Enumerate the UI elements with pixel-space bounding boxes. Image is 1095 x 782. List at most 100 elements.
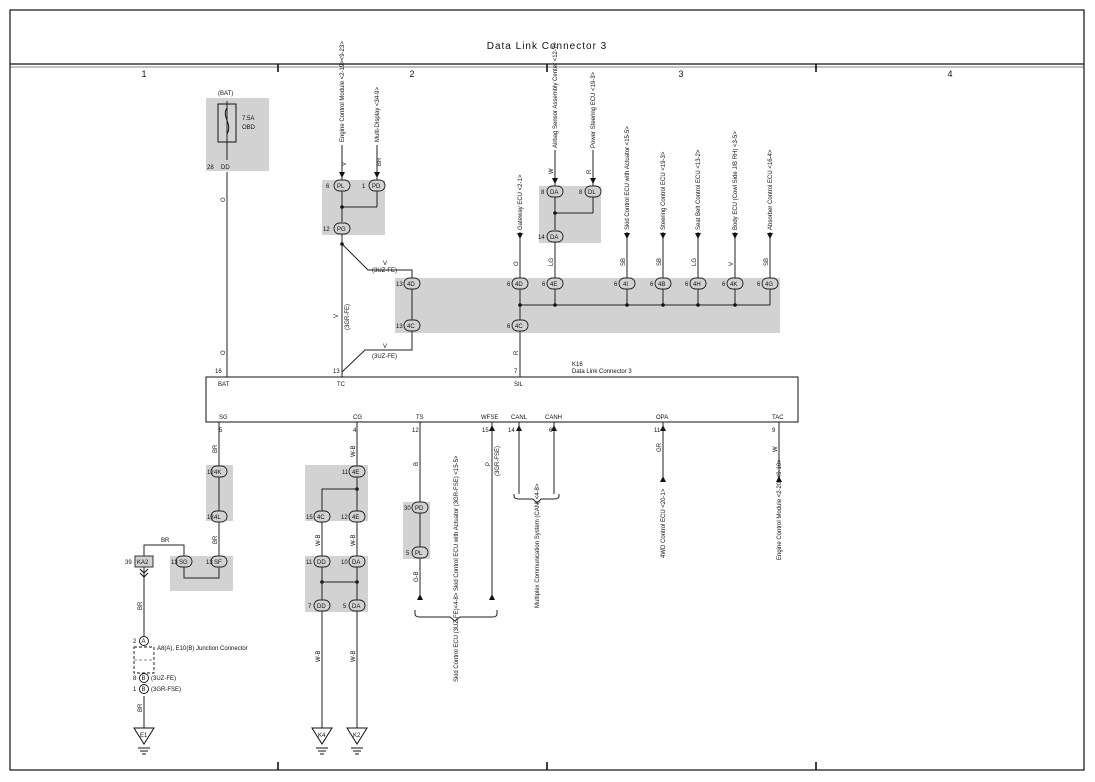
- dlc-pin-name: TS: [416, 415, 424, 421]
- wires-bottom: [143, 422, 780, 728]
- svg-text:BR: BR: [213, 444, 219, 453]
- dlc-pin-number: 4: [353, 428, 357, 434]
- svg-text:1: 1: [133, 687, 137, 693]
- svg-text:DA: DA: [352, 604, 360, 610]
- device-label: Skid Control ECU with Actuator <15-5>: [625, 126, 631, 230]
- svg-text:V: V: [342, 162, 348, 166]
- svg-text:6: 6: [507, 324, 511, 330]
- data-link-connector-box: [205, 376, 799, 423]
- svg-text:(3GR-FE): (3GR-FE): [345, 304, 351, 330]
- wire-codes-top: V BR W R O LG SB SB LG V SB O O V (3UZ-F…: [221, 157, 770, 360]
- svg-text:4G: 4G: [765, 282, 773, 288]
- column-label: 1: [141, 69, 146, 79]
- svg-text:DD: DD: [317, 560, 326, 566]
- svg-text:SB: SB: [621, 258, 627, 266]
- svg-text:W-B: W-B: [316, 650, 322, 662]
- svg-text:6: 6: [507, 282, 511, 288]
- svg-text:B: B: [142, 687, 146, 693]
- svg-text:PD: PD: [415, 506, 424, 512]
- shaded-areas: [170, 98, 780, 612]
- svg-text:V: V: [334, 314, 340, 318]
- svg-text:4C: 4C: [407, 324, 415, 330]
- svg-text:15: 15: [306, 515, 313, 521]
- device-label: Absorber Control ECU <16-4>: [768, 149, 774, 230]
- svg-text:4E: 4E: [550, 282, 557, 288]
- dlc-pin-number: 11: [654, 428, 661, 434]
- dlc-name: Data Link Connector 3: [572, 369, 632, 375]
- svg-text:O: O: [221, 350, 227, 355]
- svg-text:W: W: [773, 446, 779, 452]
- splice-points: [320, 205, 737, 584]
- wire-codes-bottom: BR BR BR BR BR W-B W-B W-B W-B W-B B G-B…: [138, 442, 779, 712]
- column-ruler: 1 2 3 4: [141, 64, 953, 770]
- device-label: Skid Control ECU (3UZ-FE)<4-8> Skid Cont…: [454, 455, 460, 682]
- svg-text:6: 6: [650, 282, 654, 288]
- svg-text:8: 8: [133, 676, 137, 682]
- svg-text:(3UZ-FE): (3UZ-FE): [372, 268, 397, 274]
- svg-text:6: 6: [326, 184, 330, 190]
- dlc-pin-name: SG: [219, 415, 228, 421]
- svg-text:R: R: [587, 169, 593, 174]
- dlc-pin-name: CG: [353, 415, 362, 421]
- svg-text:4K: 4K: [214, 470, 221, 476]
- svg-text:P: P: [486, 462, 492, 466]
- svg-text:12: 12: [341, 515, 348, 521]
- svg-text:6: 6: [614, 282, 618, 288]
- device-label: Multi-Display <34-9>: [375, 86, 381, 142]
- svg-text:DA: DA: [550, 235, 558, 241]
- dlc-pin-name: TC: [337, 382, 346, 388]
- dlc-pin-number: 15: [482, 428, 489, 434]
- dlc-pin-name: TAC: [772, 415, 784, 421]
- svg-text:11: 11: [342, 470, 349, 476]
- svg-text:30: 30: [404, 506, 411, 512]
- device-label: Gateway ECU <2-1>: [518, 174, 524, 230]
- svg-text:13: 13: [171, 560, 178, 566]
- svg-text:B: B: [142, 676, 146, 682]
- svg-text:V: V: [383, 261, 387, 267]
- device-label: Power Steering ECU <19-3>: [591, 71, 597, 148]
- svg-text:B: B: [414, 462, 420, 466]
- device-label: Engine Control Module <2-20><9-10>: [777, 459, 783, 560]
- svg-text:BR: BR: [138, 703, 144, 712]
- dlc-pin-number: 6: [549, 428, 553, 434]
- svg-text:W: W: [549, 168, 555, 174]
- svg-text:(3GR-FSE): (3GR-FSE): [151, 687, 181, 693]
- svg-text:4I: 4I: [623, 282, 628, 288]
- svg-text:KA2: KA2: [137, 560, 149, 566]
- svg-text:13: 13: [396, 282, 403, 288]
- column-label: 2: [409, 69, 414, 79]
- svg-text:10: 10: [341, 560, 348, 566]
- svg-text:SB: SB: [657, 258, 663, 266]
- svg-text:1: 1: [362, 184, 366, 190]
- svg-text:SB: SB: [764, 258, 770, 266]
- svg-text:DL: DL: [588, 190, 596, 196]
- svg-text:4C: 4C: [317, 515, 325, 521]
- dlc-pin-number: 12: [412, 428, 419, 434]
- svg-text:O: O: [221, 197, 227, 202]
- svg-text:39: 39: [125, 560, 132, 566]
- svg-text:PL: PL: [337, 184, 345, 190]
- svg-text:6: 6: [542, 282, 546, 288]
- svg-text:BR: BR: [213, 535, 219, 544]
- svg-text:12: 12: [323, 227, 330, 233]
- svg-text:2: 2: [133, 639, 137, 645]
- device-label: Engine Control Module <2-19><9-23>: [340, 41, 346, 142]
- svg-text:13: 13: [207, 515, 214, 521]
- svg-text:BR: BR: [138, 601, 144, 610]
- svg-text:4D: 4D: [407, 282, 415, 288]
- device-label: Body ECU (Cowl Side J/B RH) <3-5>: [733, 131, 739, 230]
- column-label: 3: [678, 69, 683, 79]
- bottom-connectors: 4K 12 4L 13 SG 13 SF 13 KA2 39 4E 11 4C …: [125, 465, 429, 612]
- svg-text:5: 5: [406, 551, 410, 557]
- column-label: 4: [947, 69, 952, 79]
- svg-text:O: O: [514, 261, 520, 266]
- svg-text:4C: 4C: [515, 324, 523, 330]
- dlc-pin-name: WFSE: [481, 415, 498, 421]
- svg-text:4K: 4K: [730, 282, 737, 288]
- svg-text:6: 6: [757, 282, 761, 288]
- svg-text:SG: SG: [179, 560, 188, 566]
- device-label: 4WD Control ECU <20-1>: [661, 488, 667, 558]
- svg-text:E1: E1: [140, 733, 148, 739]
- svg-text:LG: LG: [692, 258, 698, 266]
- svg-text:(3GR-FSE): (3GR-FSE): [495, 446, 501, 476]
